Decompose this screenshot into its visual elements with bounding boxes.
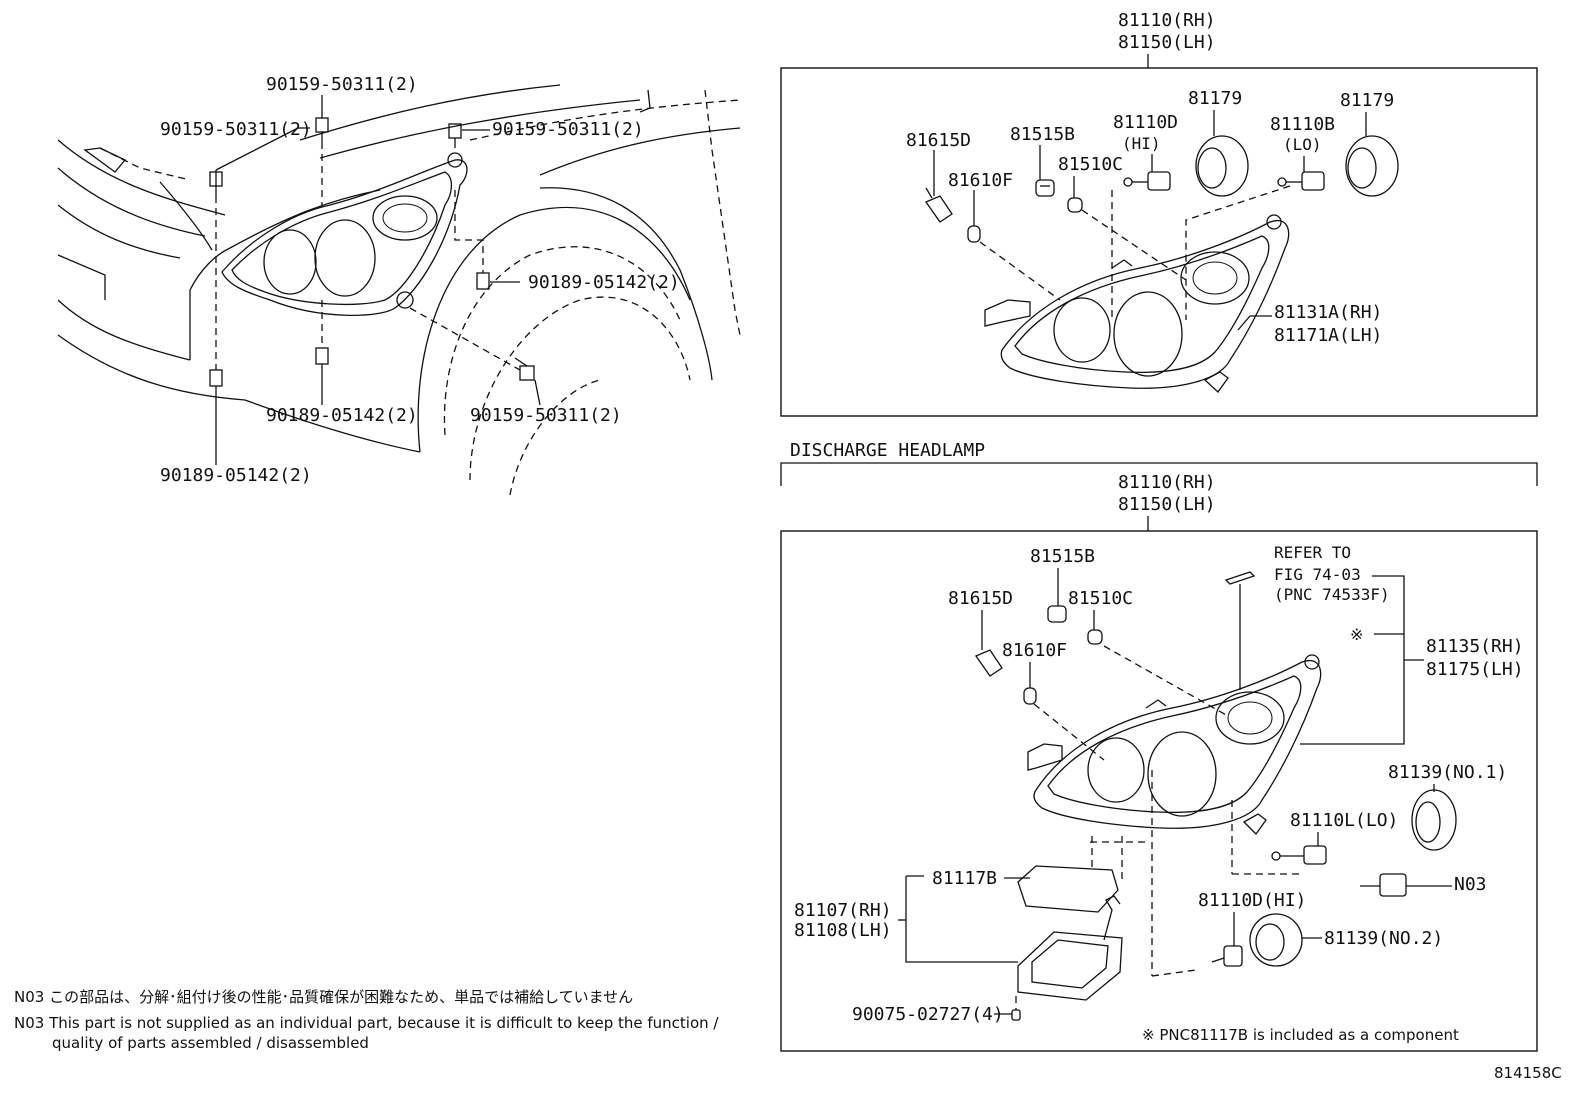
label-81515b: 81515B [1010,124,1075,145]
bulb-icon [967,225,981,243]
label-assy-rh: 81110(RH) [1118,10,1216,31]
discharge-bulb-icon [1271,845,1327,865]
label-unit-rh: 81131A(RH) [1274,302,1382,323]
standard-headlamp-box [780,67,1538,417]
label-ballast-rh: 81107(RH) [794,900,892,921]
label-assy-lh: 81150(LH) [1118,32,1216,53]
label-nut-right: 90189-05142(2) [528,272,680,293]
label-screw: 90075-02727(4) [852,1004,1004,1025]
nut-icon [315,347,329,365]
label-d-81610f: 81610F [1002,640,1067,661]
label-nut-mid: 90189-05142(2) [266,405,418,426]
socket-icon [975,649,1003,677]
label-bolt-right: 90159-50311(2) [492,119,644,140]
discharge-headlamp-box [780,530,1538,1052]
label-81179-b: 81179 [1340,90,1394,111]
note-n03-en-2: quality of parts assembled / disassemble… [52,1034,369,1052]
label-refer-2: FIG 74-03 [1274,565,1361,584]
label-d-81510c: 81510C [1068,588,1133,609]
label-refer-1: REFER TO [1274,543,1351,562]
halogen-bulb-icon [1123,171,1171,191]
label-81110d: 81110D [1113,112,1178,133]
label-d-81110d: 81110D(HI) [1198,890,1306,911]
bolt-icon [514,357,535,381]
label-bolt-lower: 90159-50311(2) [470,405,622,426]
label-mark: ※ [1350,625,1363,644]
label-81110d-note: (HI) [1122,134,1161,153]
label-discharge-assy-lh: 81150(LH) [1118,494,1216,515]
label-81110l: 81110L(LO) [1290,810,1398,831]
screw-icon [1011,1009,1021,1021]
dust-cap-icon [1345,135,1399,197]
label-refer-3: (PNC 74533F) [1274,585,1390,604]
halogen-bulb-icon [1211,945,1243,967]
label-bolt-left: 90159-50311(2) [160,119,312,140]
label-bolt-top: 90159-50311(2) [266,74,418,95]
gasket-icon [1017,865,1119,913]
bolt-icon [315,117,329,142]
nut-icon [209,369,223,387]
dust-cap-icon [1411,789,1457,851]
bulb-icon [1023,687,1037,705]
label-81110b: 81110B [1270,114,1335,135]
label-81139-no1: 81139(NO.1) [1388,762,1507,783]
label-81110b-note: (LO) [1283,135,1322,154]
bulb-icon [1087,629,1103,645]
note-n03-jp: N03 この部品は、分解･組付け後の性能･品質確保が困難なため、単品では補給して… [14,988,633,1006]
standard-headlamp-section: 81110(RH) 81150(LH) 81615D 81515B 81110D… [780,10,1538,417]
label-d-unit-lh: 81175(LH) [1426,659,1524,680]
label-n03: N03 [1454,874,1487,895]
component-note: ※ PNC81117B is included as a component [1142,1026,1459,1044]
discharge-headlamp-section: DISCHARGE HEADLAMP 81110(RH) 81150(LH) 8… [780,440,1538,1052]
nut-icon [476,272,490,290]
igniter-icon [1360,873,1407,897]
label-ballast-lh: 81108(LH) [794,920,892,941]
car-front-view: 90159-50311(2) 90159-50311(2) 90159-5031… [57,74,741,496]
headlamp-unit [984,214,1290,393]
ballast-icon [1017,895,1123,1001]
socket-icon [1035,179,1055,197]
figure-id: 814158C [1494,1064,1562,1082]
label-81510c: 81510C [1058,154,1123,175]
discharge-title: DISCHARGE HEADLAMP [790,440,985,461]
label-81179-a: 81179 [1188,88,1242,109]
socket-icon [925,187,953,223]
socket-icon [1047,605,1067,623]
dust-cap-icon [1195,135,1249,197]
label-81615d: 81615D [906,130,971,151]
label-unit-lh: 81171A(LH) [1274,325,1382,346]
headlamp-unit [1027,654,1322,836]
label-81610f: 81610F [948,170,1013,191]
bulb-icon [1067,197,1083,213]
label-d-81515b: 81515B [1030,546,1095,567]
halogen-bulb-icon [1277,171,1325,191]
label-discharge-assy-rh: 81110(RH) [1118,472,1216,493]
bolt-icon [448,123,462,148]
label-81117b: 81117B [932,868,997,889]
label-nut-left: 90189-05142(2) [160,465,312,486]
label-81139-no2: 81139(NO.2) [1324,928,1443,949]
dust-cap-icon [1249,913,1303,967]
notes: N03 この部品は、分解･組付け後の性能･品質確保が困難なため、単品では補給して… [14,988,1562,1082]
label-d-81615d: 81615D [948,588,1013,609]
label-d-unit-rh: 81135(RH) [1426,636,1524,657]
note-n03-en-1: N03 This part is not supplied as an indi… [14,1014,719,1032]
